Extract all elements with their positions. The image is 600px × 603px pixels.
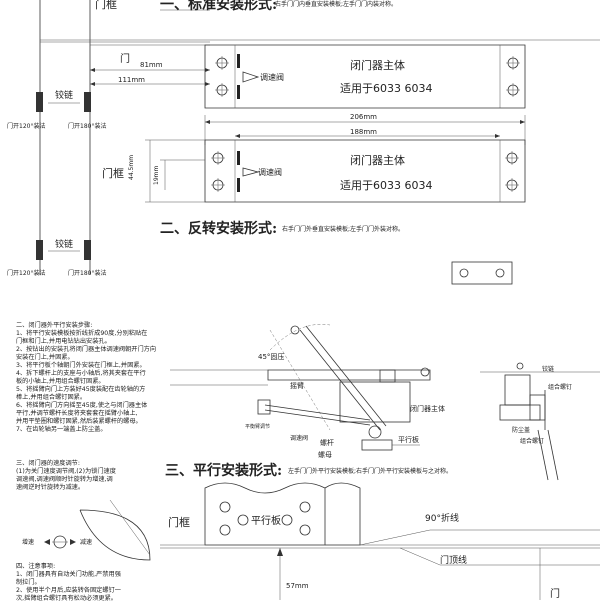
- section3-note: 左手门门外平行安装模板;右手门门外平行安装模板与之对称。: [288, 468, 453, 475]
- dust-cover-diagram: [480, 362, 600, 481]
- hinge-icon: [84, 240, 91, 260]
- section1-title: 一、标准安装形式:: [160, 0, 278, 13]
- parallel-template: [160, 482, 600, 600]
- speed-line: 调速阀,调速阀顺时针旋转为增速,调: [16, 476, 113, 483]
- fold-line-label: 90°折线: [425, 514, 459, 524]
- caution-line: 2、使用半个月后,应装转各固定螺钉一: [16, 587, 121, 594]
- open180-label-1: 门开180°装法: [68, 123, 107, 130]
- dim-19: 19mm: [153, 165, 160, 185]
- door-frame-label-bottom: 门框: [168, 516, 190, 529]
- arm-diagram: [170, 324, 431, 451]
- speed-line: 速阀逆时针旋转为减速。: [16, 484, 85, 491]
- assembly-screw-label: 组合螺钉: [548, 384, 573, 391]
- press-45-label: 45°固压: [258, 353, 285, 361]
- applicable-label-1: 适用于6033 6034: [340, 82, 433, 95]
- instruction-line: 板的小轴上,并用组合螺钉固紧。: [16, 378, 105, 385]
- instruction-line: 2、按钻出的安装孔将闭门器主体调速阀朝开门方向: [16, 346, 157, 353]
- closer-template-1: [204, 44, 526, 109]
- dim-111: 111mm: [118, 76, 145, 84]
- instruction-line: 6、将摇臂向门方向摇至45度,使之与闭门器主体: [16, 402, 148, 409]
- closer-body-label-1: 闭门器主体: [350, 59, 405, 72]
- cautions-title: 四、注意事项:: [16, 563, 56, 570]
- door-label: 门: [120, 54, 130, 65]
- caution-line: 制拉门。: [16, 579, 41, 586]
- door-top-line-label: 门顶线: [440, 556, 468, 566]
- open120-label-2: 门开120°装法: [7, 270, 46, 277]
- section3-title: 三、平行安装形式:: [165, 463, 283, 479]
- door-frame-label-top: 门框: [95, 0, 117, 11]
- closer-template-2: [145, 139, 526, 203]
- hinge-label-1: 铰链: [55, 91, 74, 101]
- left-hinge-diagram-top: [36, 0, 600, 275]
- speed-adjust-diagram: [44, 499, 151, 561]
- decrease-label: 减速: [80, 539, 93, 546]
- parallel-plate-label: 平行板: [251, 516, 281, 527]
- assembly-screw2-label: 组合螺钉: [520, 438, 545, 445]
- valve-small-label: 调速阀: [290, 435, 309, 442]
- instruction-line: 3、将平行板个轴朝门外安装在门框上,并固紧。: [16, 362, 146, 369]
- door-label-bottom: 门: [550, 589, 560, 600]
- rod-label: 螺杆: [320, 439, 334, 447]
- dim-206: 206mm: [350, 113, 377, 121]
- instruction-line: 并用平垫圈和螺钉固紧,然后装紧螺杆的螺母。: [16, 418, 142, 425]
- dim-81-111: [90, 68, 210, 86]
- hinge-icon: [36, 92, 43, 112]
- open180-label-2: 门开180°装法: [68, 270, 107, 277]
- increase-label: 增速: [22, 539, 35, 546]
- instruction-line: 安装在门上,并固紧。: [16, 354, 74, 361]
- hinge-r-label: 铰链: [542, 366, 555, 373]
- applicable-label-2: 适用于6033 6034: [340, 179, 433, 192]
- dim-44-5: 44.5mm: [128, 154, 135, 180]
- parallel-plate2-label: 平行板: [398, 436, 419, 444]
- hinge-icon: [36, 240, 43, 260]
- instruction-line: 平行,并调节螺杆长度将夹套套在摇臂小轴上,: [16, 410, 138, 417]
- open120-label-1: 门开120°装法: [7, 123, 46, 130]
- speed-title: 三、闭门器的速度调节:: [16, 460, 80, 467]
- dim-188: 188mm: [350, 128, 377, 136]
- hinge-label-2: 铰链: [55, 240, 74, 250]
- small-bracket: [451, 261, 513, 285]
- instruction-line: 5、将摇臂向门上方装好45度装配在齿轮轴的方: [16, 386, 146, 393]
- dust-cover-label: 防尘盖: [512, 427, 531, 434]
- valve-arm-label: 平衡臂调节: [245, 424, 271, 430]
- instruction-line: 7、在齿轮轴另一端盖上防尘盖。: [16, 426, 107, 433]
- speed-line: (1)为关门速度调节阀,(2)为锁门速度: [16, 468, 116, 475]
- closer-body-label-2: 闭门器主体: [350, 154, 405, 167]
- instructions-title: 二、闭门器外平行安装步骤:: [16, 322, 93, 329]
- instruction-line: 门框和门上,并用电钻钻出安装孔。: [16, 338, 111, 345]
- section2-title: 二、反转安装形式:: [160, 221, 278, 237]
- valve-label-2: 调速阀: [258, 168, 282, 177]
- section1-note: 右手门门内垂直安装模板;左手门门内装对称。: [275, 1, 398, 8]
- nut-label: 螺母: [318, 451, 332, 459]
- instruction-line: 棒上,并用组合螺钉固紧。: [16, 394, 87, 401]
- valve-label-1: 调速阀: [260, 73, 284, 82]
- caution-line: 1、闭门器具有自动关门功能,严禁用强: [16, 571, 121, 578]
- door-frame-label-mid: 门框: [102, 167, 124, 180]
- caution-line: 次,摇臂组合螺钉具有松动必须更紧。: [16, 595, 117, 602]
- closer-main-label: 闭门器主体: [410, 405, 445, 413]
- instruction-line: 4、拆下螺杆上的支座与小轴后,将其夹套在平行: [16, 370, 146, 377]
- dim-81: 81mm: [140, 61, 163, 69]
- section2-note: 右手门门外垂直安装模板;左手门门外装对称。: [282, 226, 405, 233]
- hinge-icon: [84, 92, 91, 112]
- instructions-block: 二、闭门器外平行安装步骤: 1、将平行安装模板按折线折成90度,分别粘贴在 门框…: [16, 322, 171, 434]
- swing-arm-label: 摇臂: [290, 382, 304, 390]
- speed-block: 三、闭门器的速度调节: (1)为关门速度调节阀,(2)为锁门速度 调速阀,调速阀…: [16, 460, 161, 492]
- dim-57: 57mm: [286, 582, 309, 590]
- instruction-line: 1、将平行安装模板按折线折成90度,分别粘贴在: [16, 330, 148, 337]
- cautions-block: 四、注意事项: 1、闭门器具有自动关门功能,严禁用强 制拉门。 2、使用半个月后…: [16, 563, 161, 603]
